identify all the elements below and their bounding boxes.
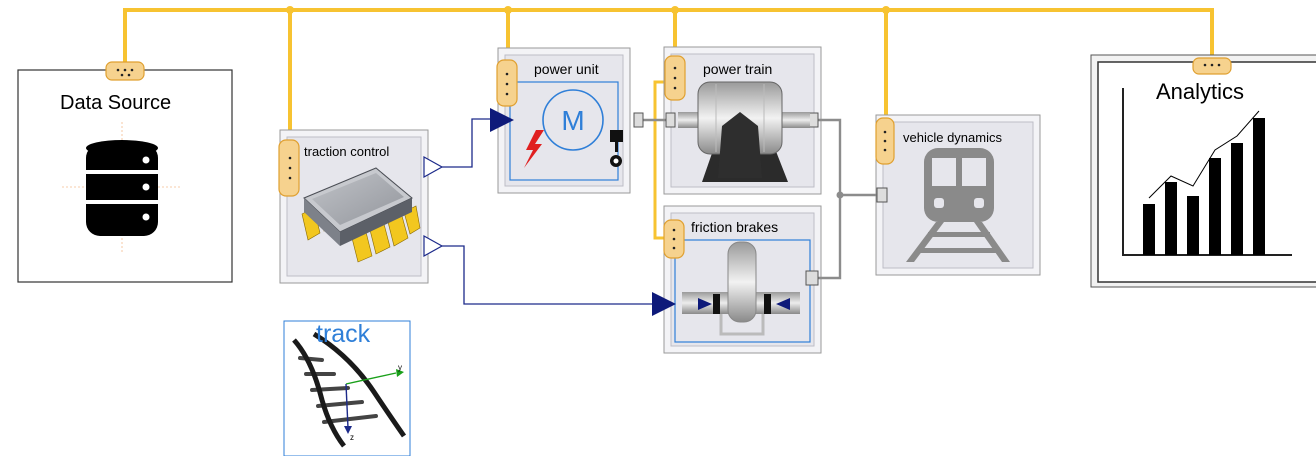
track-axis-y: y: [398, 363, 402, 372]
motor-icon: [524, 89, 623, 168]
signal-lines: [442, 118, 652, 305]
traction-control-label: traction control: [304, 144, 390, 159]
power-unit-label: power unit: [534, 61, 599, 77]
gearbox-icon: [678, 81, 810, 182]
bus-junctions: [286, 6, 890, 14]
traction-output-ports: [423, 155, 444, 258]
power-unit-block[interactable]: [497, 47, 631, 194]
brake-disc-icon: [682, 241, 800, 336]
track-axis-z: z: [350, 433, 354, 442]
power-train-label: power train: [703, 61, 773, 77]
database-icon: [62, 122, 182, 252]
track-label: track: [316, 320, 371, 348]
rail-track-icon: [292, 331, 407, 448]
friction-brakes-label: friction brakes: [691, 219, 779, 235]
bar-chart-icon: [1122, 88, 1292, 256]
data-source-label: Data Source: [60, 92, 172, 114]
motor-letter: M: [561, 105, 584, 136]
vehicle-dynamics-label: vehicle dynamics: [903, 130, 1002, 145]
chip-icon: [301, 167, 421, 263]
data-bus: [123, 8, 1214, 240]
mechanical-junction: [836, 191, 844, 199]
signal-arrows: [490, 108, 676, 316]
analytics-label: Analytics: [1156, 79, 1245, 104]
mechanical-lines: [640, 118, 880, 280]
connector-pins: [116, 63, 1221, 250]
train-icon: [906, 148, 1010, 262]
